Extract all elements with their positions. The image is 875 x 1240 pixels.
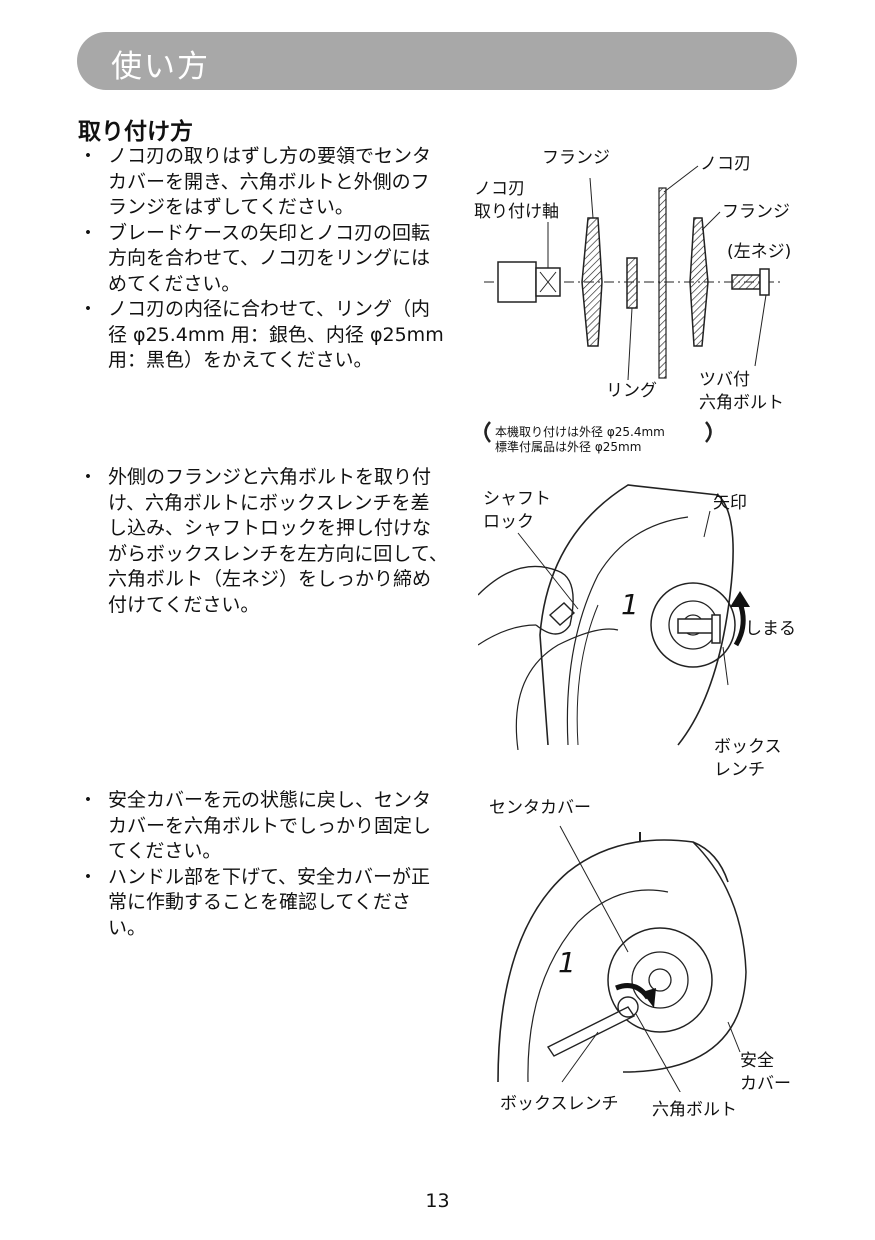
bullet-dot: ・ [78, 221, 98, 244]
list-item: ・外側のフランジと六角ボルトを取り付け、六角ボルトにボックスレンチを差し込み、シ… [78, 466, 448, 616]
note-line-2: 標準付属品は外径 φ25mm [495, 440, 642, 454]
label-tighten: しまる [745, 619, 796, 639]
label-blade-shaft: ノコ刃 取り付け軸 [474, 179, 559, 222]
bullet-dot: ・ [78, 298, 98, 320]
bullet-dot: ・ [78, 865, 98, 888]
bullet-list-1: ・ノコ刃の取りはずし方の要領でセンタカバーを開き、六角ボルトと外側のフランジをは… [78, 144, 448, 374]
list-item: ・安全カバーを元の状態に戻し、センタカバーを六角ボルトでしっかり固定してください… [78, 789, 432, 862]
bullet-dot: ・ [78, 466, 98, 488]
bullet-list-3: ・安全カバーを元の状態に戻し、センタカバーを六角ボルトでしっかり固定してください… [78, 788, 448, 941]
label-flange-right: フランジ [722, 202, 790, 222]
header-bar: 使い方 [77, 32, 797, 90]
label-flange-top: フランジ [542, 148, 610, 168]
list-item: ・ハンドル部を下げて、安全カバーが正常に作動することを確認してください。 [78, 865, 431, 939]
label-blade: ノコ刃 [700, 154, 751, 174]
label-hex-bolt: 六角ボルト [652, 1100, 737, 1120]
blade-assembly-diagram [484, 165, 782, 443]
section-heading: 取り付け方 [78, 119, 193, 145]
case-number: 1 [621, 588, 639, 621]
page-number: 13 [425, 1190, 450, 1212]
label-left-thread: (左ネジ) [727, 242, 792, 262]
label-flanged-hex-bolt: ツバ付 六角ボルト [699, 370, 784, 413]
label-safety-cover: 安全 カバー [740, 1051, 791, 1094]
page-title: 使い方 [111, 49, 210, 85]
label-center-cover: センタカバー [489, 798, 591, 818]
bullet-dot: ・ [78, 789, 98, 811]
note-line-1: 本機取り付けは外径 φ25.4mm [495, 425, 665, 439]
label-box-wrench: ボックスレンチ [500, 1094, 619, 1114]
label-arrow-mark: 矢印 [713, 493, 747, 513]
list-item: ・ブレードケースの矢印とノコ刃の回転方向を合わせて、ノコ刃をリングにはめてくださ… [78, 221, 431, 295]
bullet-dot: ・ [78, 145, 98, 167]
cover-closing-illustration [497, 825, 747, 1092]
case-number: 1 [558, 946, 576, 979]
label-shaft-lock: シャフト ロック [483, 489, 551, 532]
bullet-list-2: ・外側のフランジと六角ボルトを取り付け、六角ボルトにボックスレンチを差し込み、シ… [78, 465, 448, 618]
label-ring: リング [606, 381, 657, 401]
list-item: ・ノコ刃の内径に合わせて、リング（内径 φ25.4mm 用：銀色、内径 φ25m… [78, 298, 444, 371]
tightening-illustration [478, 484, 750, 750]
list-item: ・ノコ刃の取りはずし方の要領でセンタカバーを開き、六角ボルトと外側のフランジをは… [78, 145, 432, 218]
label-box-wrench: ボックス レンチ [714, 737, 782, 780]
